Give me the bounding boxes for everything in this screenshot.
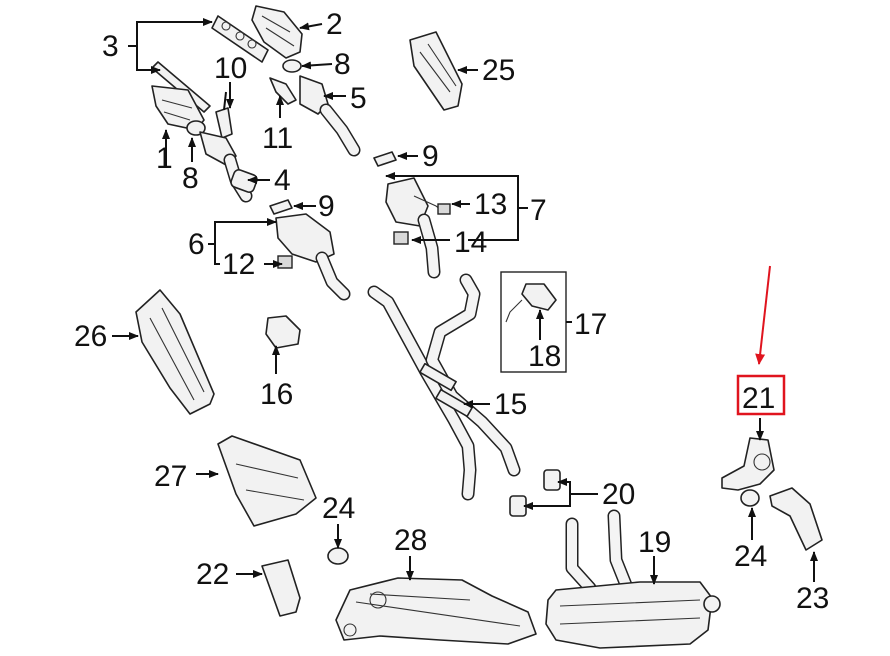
callout-13: 13 <box>474 188 507 221</box>
leader-lines <box>112 18 818 585</box>
part-14-sensor <box>393 231 409 245</box>
callout-22: 22 <box>196 558 229 591</box>
part-3-gasket-top <box>211 15 269 63</box>
callout-24-right: 24 <box>734 540 767 573</box>
part-24-clamp-left <box>327 547 349 565</box>
part-22-bracket <box>261 559 301 617</box>
part-6-converter-assembly <box>275 213 351 301</box>
part-4-converter <box>199 131 258 203</box>
callout-19: 19 <box>638 526 671 559</box>
callout-21: 21 <box>742 382 775 415</box>
part-2-exhaust-manifold <box>251 5 303 59</box>
part-20-clips <box>509 469 561 517</box>
part-21-pipe <box>721 437 775 491</box>
part-11-sensor <box>269 77 297 105</box>
part-19-muffler <box>545 509 721 649</box>
callout-27: 27 <box>154 460 187 493</box>
part-24-clamp-right <box>740 489 760 507</box>
callout-26: 26 <box>74 320 107 353</box>
part-13-sensor <box>437 203 451 215</box>
callout-24-left: 24 <box>322 492 355 525</box>
part-8-gasket-top <box>282 59 302 73</box>
part-18-hanger <box>505 283 557 323</box>
callout-23: 23 <box>796 582 829 615</box>
callout-2: 2 <box>326 8 343 41</box>
part-28-heat-shield <box>335 577 537 645</box>
part-23-tail-pipe <box>769 487 823 551</box>
part-16-hanger <box>265 315 301 349</box>
part-26-heat-shield <box>135 289 215 415</box>
callout-20: 20 <box>602 478 635 511</box>
part-9-clip-upper <box>373 151 397 167</box>
callout-25: 25 <box>482 54 515 87</box>
callout-11: 11 <box>262 122 293 155</box>
callout-8-left: 8 <box>182 162 199 195</box>
callout-18: 18 <box>528 340 561 373</box>
callout-28: 28 <box>394 524 427 557</box>
callout-4: 4 <box>274 164 291 197</box>
callout-16: 16 <box>260 378 293 411</box>
callout-9-upper: 9 <box>422 140 439 173</box>
part-7-converter-assembly <box>385 177 445 279</box>
callout-3: 3 <box>102 30 119 63</box>
part-25-heat-shield <box>409 31 463 111</box>
callout-5: 5 <box>350 82 367 115</box>
part-5-converter <box>299 75 361 157</box>
part-27-heat-shield <box>217 435 317 527</box>
part-12-sensor <box>277 255 293 269</box>
part-10-bracket <box>215 91 233 139</box>
callout-6: 6 <box>188 228 205 261</box>
callout-17: 17 <box>574 308 607 341</box>
callout-15: 15 <box>494 388 527 421</box>
callout-7: 7 <box>530 194 547 227</box>
callout-14: 14 <box>454 226 487 259</box>
callout-10: 10 <box>214 52 247 85</box>
callout-12: 12 <box>222 248 255 281</box>
callout-numbers: 3 2 8 10 11 5 1 8 4 25 9 9 13 7 14 6 12 … <box>74 8 829 615</box>
highlight-arrow <box>755 265 771 365</box>
part-15-intermediate-pipe <box>367 273 521 501</box>
callout-8-top: 8 <box>334 48 351 81</box>
highlight-box-21 <box>736 374 786 416</box>
callout-1: 1 <box>156 142 173 175</box>
callout-9-lower: 9 <box>318 190 335 223</box>
part-9-clip-lower <box>269 199 293 215</box>
